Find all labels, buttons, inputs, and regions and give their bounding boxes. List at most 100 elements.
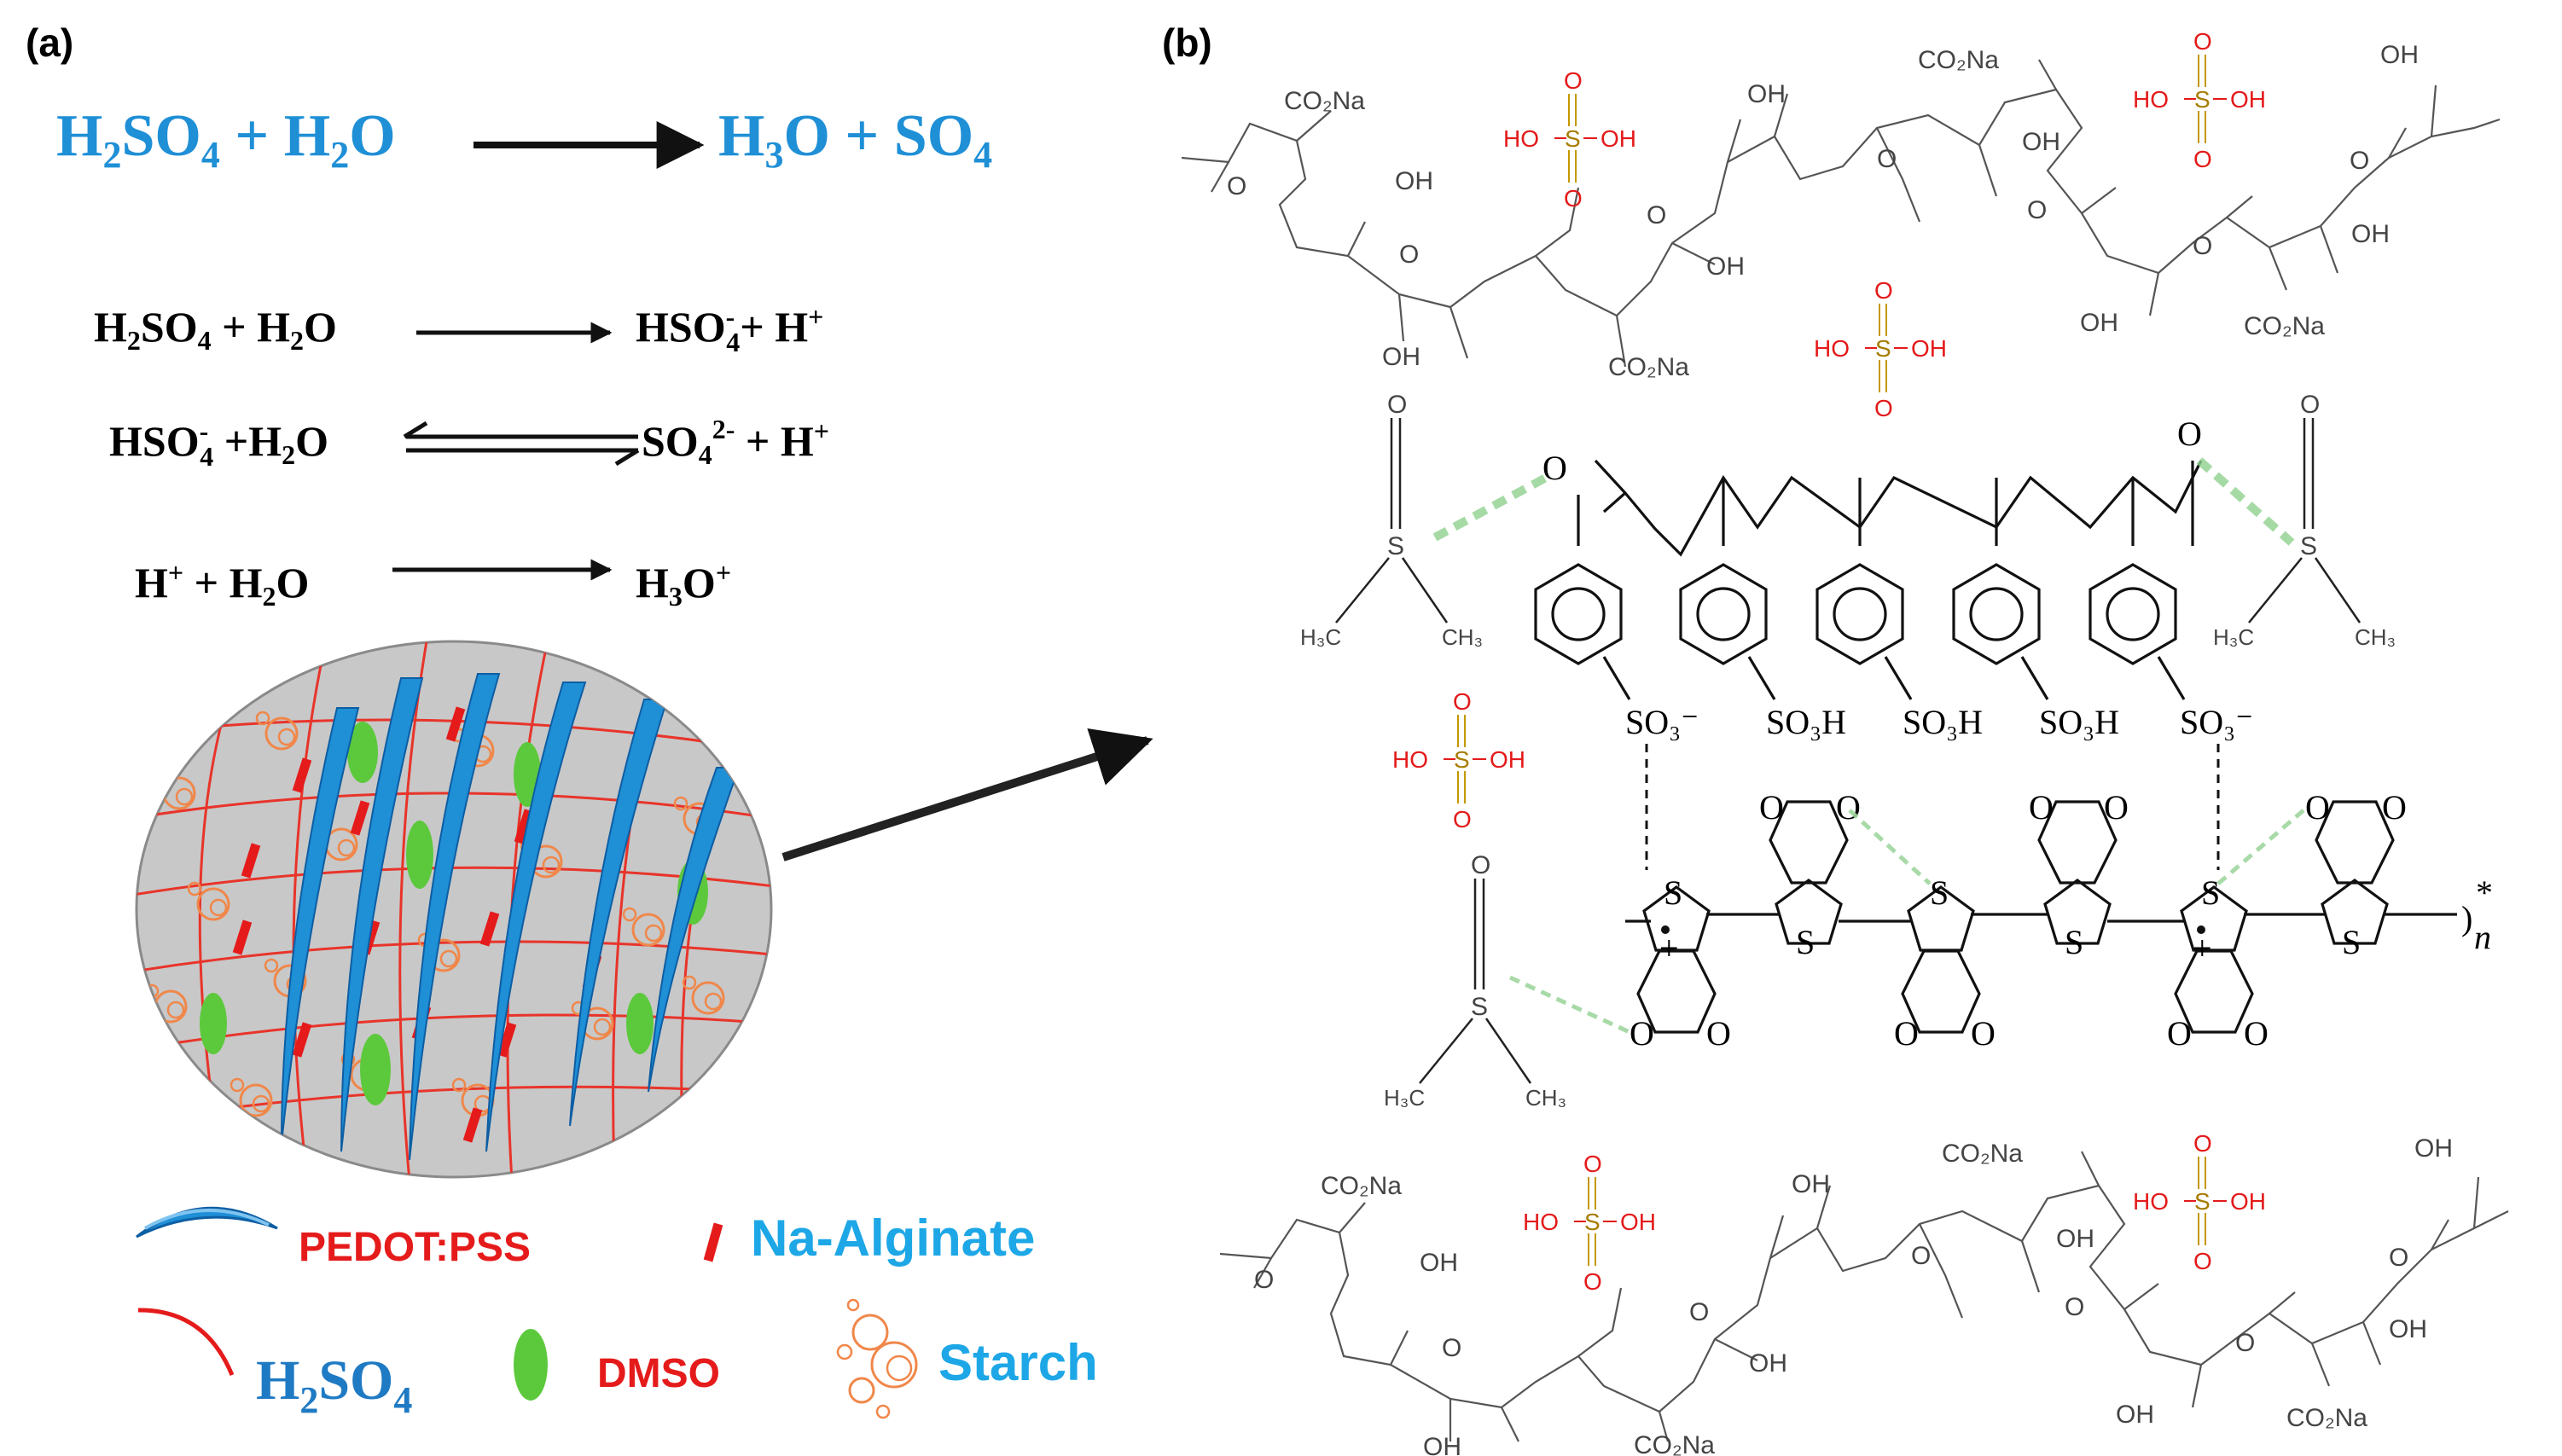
sulfuric-acid-3: HO S O O OH — [1814, 277, 1947, 421]
panel-label-b: (b) — [1162, 20, 1212, 65]
svg-text:S: S — [1565, 125, 1581, 152]
svg-text:O: O — [2235, 1329, 2255, 1357]
svg-text:S: S — [1387, 532, 1404, 560]
svg-text:n: n — [2474, 918, 2491, 956]
svg-text:O: O — [2389, 1244, 2408, 1272]
pss-chain: O O SO₃⁻ SO₃H SO₃H SO₃H SO₃⁻ — [1534, 415, 2253, 741]
svg-text:OH: OH — [1601, 125, 1636, 152]
legend-alginate-label: Na-Alginate — [751, 1209, 1035, 1267]
svg-text:OH: OH — [1911, 335, 1947, 362]
svg-text:O: O — [1564, 185, 1583, 212]
svg-text:S: S — [2300, 532, 2317, 560]
legend-pedot: PEDOT:PSS — [136, 1206, 531, 1270]
svg-text:O: O — [2193, 232, 2212, 260]
starch-swatch-icon — [836, 1298, 918, 1419]
svg-text:O: O — [2382, 788, 2407, 827]
svg-text:CH₃: CH₃ — [1525, 1085, 1566, 1111]
sulfuric-acid-5: HO S O O OH — [1523, 1151, 1656, 1295]
svg-text:O: O — [1564, 67, 1583, 94]
svg-text:S: S — [1664, 873, 1682, 912]
hbond-pedot-1 — [1848, 809, 1932, 885]
equation-1: H2SO4 + H2O HSO-4+ H+ — [94, 301, 823, 357]
svg-text:CO₂Na: CO₂Na — [1608, 353, 1689, 381]
svg-text:O: O — [2029, 788, 2054, 827]
eq1-lhs: H2SO4 + H2O — [94, 303, 337, 356]
svg-text:OH: OH — [1382, 343, 1420, 371]
svg-text:S: S — [2342, 923, 2361, 961]
legend: PEDOT:PSS Na-Alginate H2SO4 DMSO — [136, 1206, 1098, 1421]
eq3-rhs: H3O+ — [636, 557, 731, 612]
alginate-chain-bottom: CO₂Na OH O OH O OH O OH CO₂Na O CO₂Na OH… — [1219, 1134, 2509, 1456]
svg-text:O: O — [1706, 1014, 1731, 1053]
svg-text:OH: OH — [2022, 128, 2060, 156]
svg-text:O: O — [1453, 688, 1472, 715]
svg-text:OH: OH — [1706, 252, 1745, 281]
svg-text:O: O — [1894, 1014, 1919, 1053]
hbond-dmso-left — [1432, 473, 1548, 542]
svg-text:S: S — [1454, 746, 1470, 773]
svg-text:O: O — [1471, 851, 1490, 879]
svg-text:HO: HO — [1814, 335, 1850, 362]
svg-text:HO: HO — [1523, 1209, 1559, 1235]
composite-ellipse — [135, 640, 773, 1179]
svg-text:S: S — [1471, 993, 1488, 1021]
svg-text:O: O — [1630, 1014, 1654, 1053]
svg-text:OH: OH — [1620, 1209, 1656, 1235]
svg-text:CO₂Na: CO₂Na — [2244, 312, 2325, 340]
svg-text:CO₂Na: CO₂Na — [1942, 1140, 2023, 1168]
svg-text:+: + — [1659, 929, 1679, 967]
svg-text:OH: OH — [2351, 220, 2390, 248]
legend-dmso: DMSO — [514, 1329, 720, 1401]
svg-text:H₃C: H₃C — [1300, 624, 1341, 650]
svg-text:OH: OH — [2230, 1188, 2266, 1215]
hbond-dmso-bottom — [1508, 975, 1631, 1035]
svg-text:SO₃⁻: SO₃⁻ — [2180, 703, 2253, 741]
svg-text:OH: OH — [2389, 1315, 2427, 1343]
eq1-rhs: HSO-4+ H+ — [636, 301, 823, 357]
svg-text:O: O — [1647, 201, 1666, 229]
svg-text:OH: OH — [1420, 1249, 1458, 1277]
svg-text:O: O — [2065, 1293, 2084, 1321]
svg-text:O: O — [1689, 1298, 1709, 1326]
svg-text:O: O — [2350, 147, 2369, 175]
legend-alginate: Na-Alginate — [703, 1209, 1035, 1267]
pointer-arrow — [781, 728, 1153, 861]
svg-text:O: O — [1836, 788, 1861, 827]
svg-text:OH: OH — [2414, 1134, 2453, 1163]
hbond-pedot-2 — [2216, 809, 2305, 885]
svg-text:SO₃⁻: SO₃⁻ — [1625, 703, 1699, 741]
svg-text:HO: HO — [2133, 1188, 2169, 1215]
svg-text:OH: OH — [1747, 80, 1786, 108]
svg-text:CH₃: CH₃ — [1442, 624, 1483, 650]
svg-text:S: S — [2194, 86, 2211, 113]
main-eq-rhs: H3O + SO4 — [718, 103, 992, 176]
svg-text:OH: OH — [1792, 1170, 1830, 1198]
svg-text:O: O — [2193, 146, 2212, 172]
svg-text:OH: OH — [2380, 41, 2419, 69]
svg-text:O: O — [1583, 1268, 1602, 1295]
svg-text:S: S — [1584, 1209, 1601, 1235]
svg-text:O: O — [1759, 788, 1784, 827]
svg-text:O: O — [1971, 1014, 1996, 1053]
svg-text:O: O — [1583, 1151, 1602, 1177]
sulfuric-acid-2: HO S O O OH — [2133, 28, 2266, 172]
hbond-dmso-right — [2196, 457, 2295, 546]
svg-text:OH: OH — [1749, 1349, 1787, 1378]
eq2-lhs: HSO-4 +H2O — [109, 415, 328, 472]
acid-swatch-icon — [137, 1308, 235, 1376]
equation-2: HSO-4 +H2O SO42- + H+ — [109, 414, 829, 472]
svg-text:OH: OH — [2080, 309, 2118, 337]
svg-text:OH: OH — [2056, 1225, 2094, 1253]
legend-starch: Starch — [836, 1298, 1098, 1419]
svg-text:O: O — [1877, 145, 1897, 173]
eq2-rhs: SO42- + H+ — [642, 414, 829, 470]
svg-text:CO₂Na: CO₂Na — [1918, 46, 1999, 74]
svg-text:OH: OH — [1423, 1433, 1461, 1456]
legend-starch-label: Starch — [938, 1334, 1098, 1391]
svg-text:): ) — [2461, 899, 2472, 937]
svg-text:O: O — [1442, 1334, 1461, 1362]
svg-text:CO₂Na: CO₂Na — [2286, 1404, 2367, 1432]
pedot-chain: S S S S S S O O O O O O O O O O O O + + … — [1625, 788, 2493, 1053]
svg-text:HO: HO — [1392, 746, 1428, 773]
